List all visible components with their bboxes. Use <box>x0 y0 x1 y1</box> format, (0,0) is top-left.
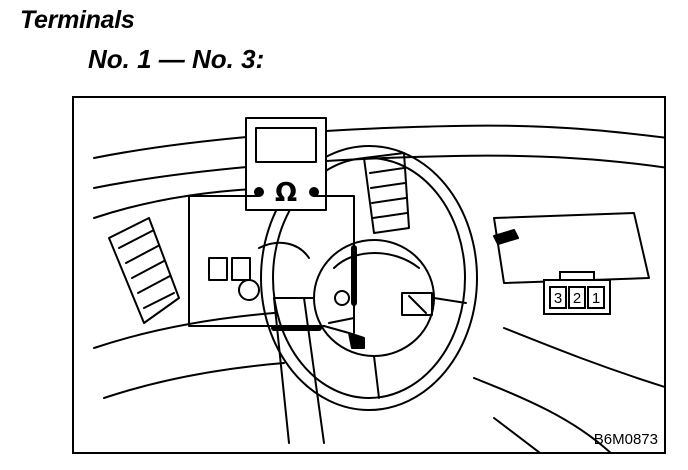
multimeter-display <box>255 127 317 163</box>
probe-lead-right <box>313 195 355 334</box>
steering-wheel-hub <box>313 239 435 357</box>
glove-box-handle <box>493 229 519 245</box>
pin-label-2: 2 <box>573 290 581 307</box>
figure-code: B6M0873 <box>593 431 658 448</box>
multimeter-probe-jack-right <box>309 187 319 197</box>
multimeter-probe-jack-left <box>254 187 264 197</box>
pin-label-3: 3 <box>554 290 562 307</box>
windshield-line <box>93 124 664 159</box>
airbag-connector <box>543 271 611 315</box>
ohm-symbol: Ω <box>275 178 297 208</box>
figure-frame: Ω 3 2 1 B6M0873 <box>72 96 666 454</box>
switch-left <box>208 257 228 281</box>
switch-right <box>231 257 251 281</box>
connector-pin-3 <box>549 286 567 309</box>
dashboard-illustration: Ω 3 2 1 <box>93 117 664 452</box>
pin-label-1: 1 <box>592 290 600 307</box>
connector-pin-2 <box>568 286 586 309</box>
terminals-subtitle: No. 1 — No. 3: <box>88 44 265 74</box>
left-air-vent <box>108 217 180 324</box>
multimeter <box>245 117 327 211</box>
probe-lead-left <box>188 195 350 334</box>
dash-top-line <box>93 154 664 189</box>
connector-pin-1 <box>587 286 605 309</box>
steering-wheel-rim <box>260 145 478 411</box>
page-title: Terminals <box>20 6 135 34</box>
knob-left <box>238 279 260 301</box>
center-air-vent <box>363 152 410 234</box>
